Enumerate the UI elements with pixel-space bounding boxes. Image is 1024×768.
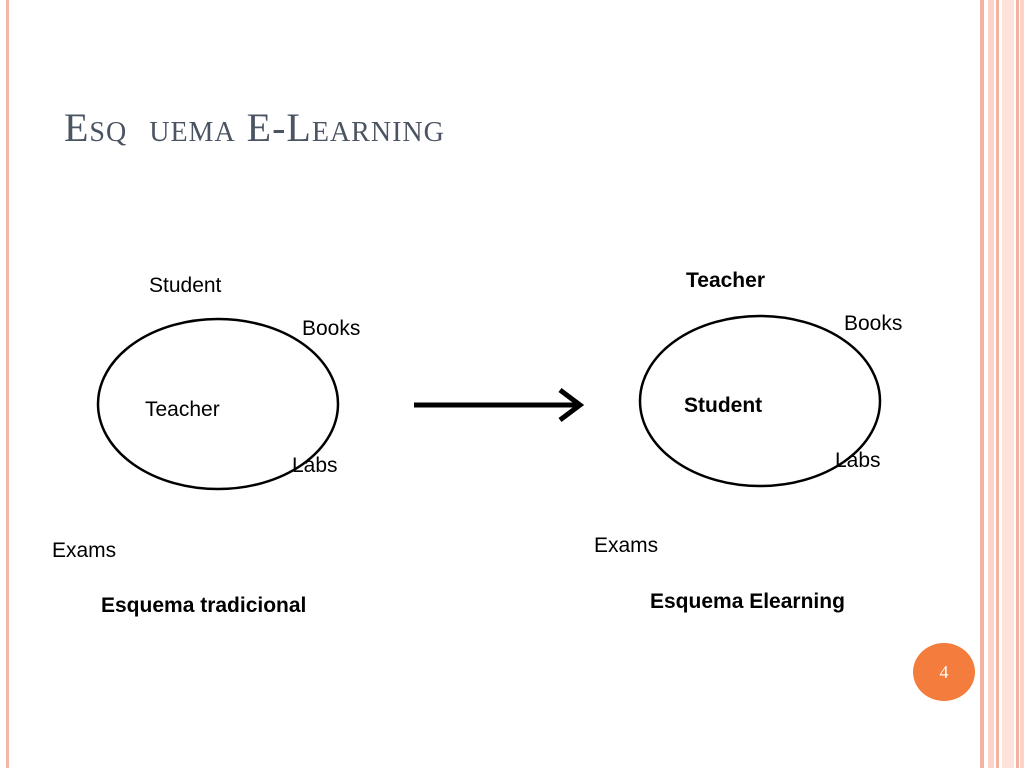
- traditional-teacher-label: Teacher: [145, 398, 220, 421]
- slide-border-right: [980, 0, 1024, 768]
- elearning-exams-label: Exams: [594, 534, 659, 557]
- elearning-circle: [638, 314, 882, 488]
- transition-arrow: [414, 388, 585, 422]
- slide-border-left: [6, 0, 9, 768]
- traditional-books-label: Books: [302, 317, 361, 340]
- page-number-badge: 4: [913, 643, 975, 701]
- traditional-circle: [96, 317, 340, 491]
- elearning-labs-label: Labs: [835, 449, 881, 472]
- elearning-books-label: Books: [844, 312, 903, 335]
- elearning-teacher-label: Teacher: [686, 269, 765, 292]
- traditional-exams-label: Exams: [52, 539, 117, 562]
- traditional-caption: Esquema tradicional: [101, 594, 307, 617]
- traditional-labs-label: Labs: [292, 454, 338, 477]
- elearning-caption: Esquema Elearning: [650, 590, 845, 613]
- traditional-student-label: Student: [149, 274, 222, 297]
- slide-title: Esq uema E-Learning: [64, 105, 445, 150]
- elearning-student-label: Student: [684, 394, 763, 417]
